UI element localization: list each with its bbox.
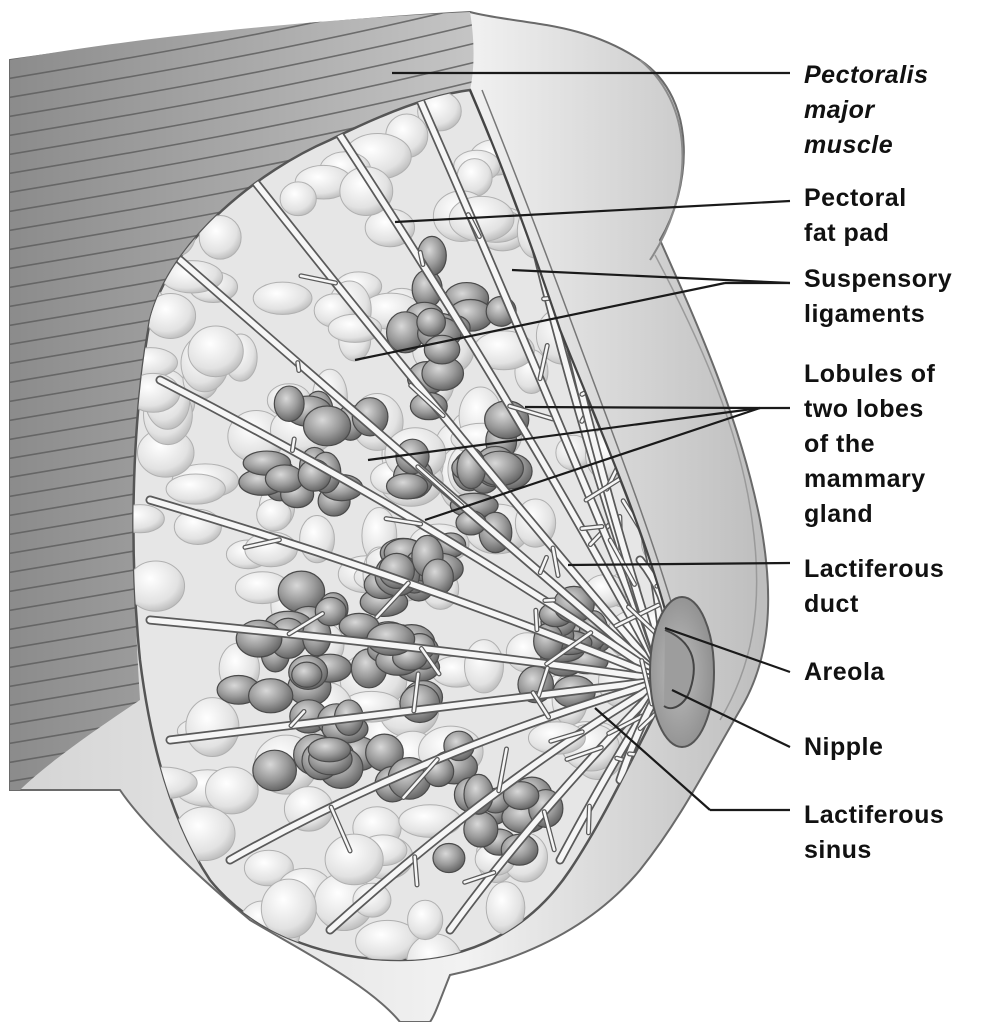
lobule-acinus — [274, 386, 304, 421]
fat-globule — [115, 933, 169, 969]
label-line: two lobes — [804, 392, 935, 427]
fat-globule — [464, 640, 503, 693]
label-line: sinus — [804, 833, 944, 868]
fat-globule — [253, 282, 312, 314]
label-pectoralis-major: Pectoralis major muscle — [804, 58, 929, 163]
lobule-acinus — [308, 737, 350, 761]
label-line: of the — [804, 427, 935, 462]
label-line: Pectoral — [804, 181, 907, 216]
label-lactiferous-sinus: Lactiferous sinus — [804, 798, 944, 868]
label-areola: Areola — [804, 655, 885, 690]
label-line: Lactiferous — [804, 552, 944, 587]
lobule-acinus — [249, 679, 293, 713]
label-line: duct — [804, 587, 944, 622]
label-lobules: Lobules of two lobes of the mammary glan… — [804, 357, 935, 532]
fat-globule — [643, 859, 683, 893]
fat-globule — [283, 954, 316, 983]
label-line: Areola — [804, 655, 885, 690]
label-line: gland — [804, 497, 935, 532]
label-line: mammary — [804, 462, 935, 497]
lobule-acinus — [433, 844, 465, 873]
label-line: major — [804, 93, 929, 128]
fat-globule — [325, 834, 383, 885]
lobule-acinus — [387, 474, 428, 499]
fat-globule — [206, 767, 259, 814]
label-lactiferous-duct: Lactiferous duct — [804, 552, 944, 622]
fat-globule — [208, 940, 256, 975]
label-line: ligaments — [804, 297, 952, 332]
label-line: Pectoralis — [804, 58, 929, 93]
duct-branch — [588, 806, 589, 833]
fat-globule — [127, 561, 184, 611]
duct-branch — [536, 610, 537, 630]
label-line: Suspensory — [804, 262, 952, 297]
label-nipple: Nipple — [804, 730, 883, 765]
fat-globule — [186, 698, 239, 757]
lobule-acinus — [253, 750, 297, 791]
lobule-acinus — [417, 308, 446, 336]
lobule-acinus — [292, 662, 322, 687]
label-line: Nipple — [804, 730, 883, 765]
label-pectoral-fat-pad: Pectoral fat pad — [804, 181, 907, 251]
fat-globule — [280, 182, 316, 216]
duct-branch — [298, 363, 299, 371]
label-suspensory-ligaments: Suspensory ligaments — [804, 262, 952, 332]
fat-globule — [558, 939, 617, 974]
fat-globule — [647, 941, 689, 971]
label-line: Lobules of — [804, 357, 935, 392]
fat-globule — [188, 326, 243, 377]
fat-globule — [408, 900, 443, 939]
lobule-acinus — [304, 406, 351, 446]
fat-globule — [166, 474, 225, 504]
label-line: muscle — [804, 128, 929, 163]
label-line: Lactiferous — [804, 798, 944, 833]
label-line: fat pad — [804, 216, 907, 251]
